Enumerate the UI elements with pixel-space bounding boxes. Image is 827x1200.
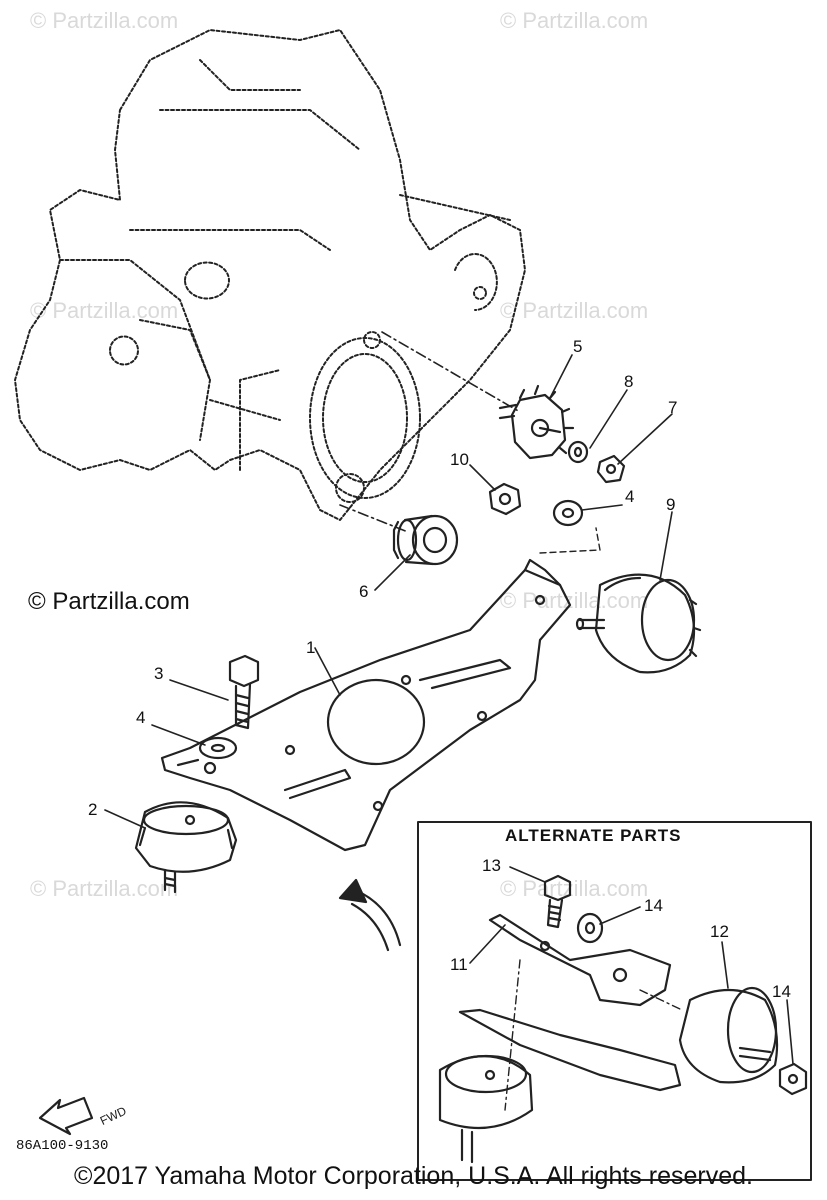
callout-14: 14 [644, 896, 663, 915]
watermark: © Partzilla.com [30, 298, 179, 323]
footer-copyright: ©2017 Yamaha Motor Corporation, U.S.A. A… [74, 1162, 753, 1190]
diagram-code: 86A100-9130 [16, 1138, 109, 1154]
callout-1: 1 [306, 638, 316, 657]
callout-2: 2 [88, 800, 98, 819]
watermark: © Partzilla.com [500, 876, 649, 901]
alternate-lower-bracket [458, 1008, 682, 1092]
part-6-bushing [392, 514, 459, 566]
part-12-mount [639, 986, 779, 1084]
fwd-label: FWD [98, 1104, 129, 1128]
watermark: © Partzilla.com [30, 876, 179, 901]
alternate-parts-title: ALTERNATE PARTS [505, 826, 682, 845]
part-4-washer [198, 736, 238, 760]
callout-14: 14 [772, 982, 791, 1001]
callout-4: 4 [136, 708, 146, 727]
callout-12: 12 [710, 922, 729, 941]
part-8-washer [567, 440, 589, 464]
callout-10: 10 [450, 450, 469, 469]
side-copyright: © Partzilla.com [28, 588, 190, 615]
callout-5: 5 [573, 337, 583, 356]
part-4-washer [552, 499, 584, 527]
alternate-parts-box [417, 821, 812, 1181]
part-1-bracket [160, 558, 572, 852]
watermark: © Partzilla.com [500, 588, 649, 613]
part-10-nut [488, 482, 522, 516]
part-3-bolt [228, 654, 260, 730]
callout-8: 8 [624, 372, 634, 391]
part-2-mount [134, 801, 238, 894]
part-11-bracket [488, 913, 672, 1007]
callout-7: 7 [668, 398, 678, 417]
watermark: © Partzilla.com [30, 8, 179, 33]
engine-block [14, 29, 526, 521]
part-7-nut [596, 454, 626, 484]
part-9-mount [575, 573, 702, 674]
callout-6: 6 [359, 582, 369, 601]
watermark: © Partzilla.com [500, 8, 649, 33]
callout-13: 13 [482, 856, 501, 875]
callout-3: 3 [154, 664, 164, 683]
callout-11: 11 [450, 955, 468, 974]
callout-4: 4 [625, 487, 635, 506]
part-14-washer [576, 912, 604, 944]
part-14-nut [778, 1062, 808, 1096]
watermark: © Partzilla.com [500, 298, 649, 323]
callout-9: 9 [666, 495, 676, 514]
alternate-rubber-mount [438, 1054, 534, 1164]
fwd-icon [38, 1096, 94, 1136]
part-5-mount [498, 384, 575, 460]
part-13-bolt [543, 874, 572, 929]
